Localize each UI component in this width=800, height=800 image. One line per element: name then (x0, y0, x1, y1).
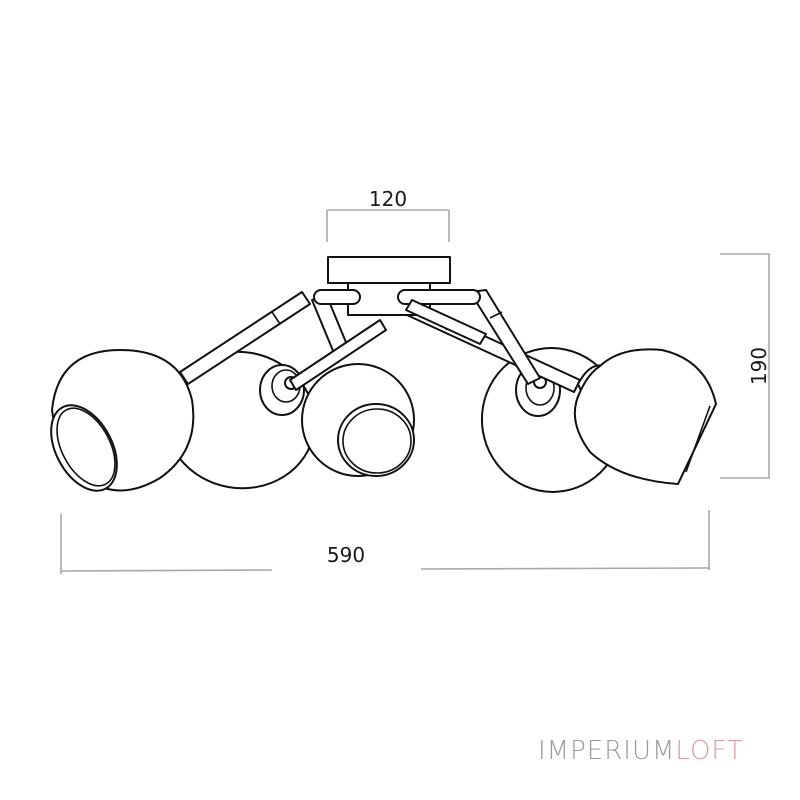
brand-logo: IMPERIUMLOFT (538, 736, 744, 766)
brand-logo-part1: IMPERIUM (538, 736, 676, 766)
dimension-label-590: 590 (327, 543, 365, 567)
shade-front-center (301, 363, 415, 477)
dimension-label-120: 120 (369, 187, 407, 211)
shade-front-right (573, 348, 717, 485)
brand-logo-part2: LOFT (675, 736, 744, 766)
shade-front-left (50, 349, 195, 492)
dimension-height: 190 (720, 253, 771, 479)
dimension-base-width: 120 (326, 187, 450, 242)
ceiling-canopy (313, 256, 487, 345)
dimension-label-190: 190 (747, 347, 771, 385)
dimension-total-width: 590 (60, 510, 710, 574)
